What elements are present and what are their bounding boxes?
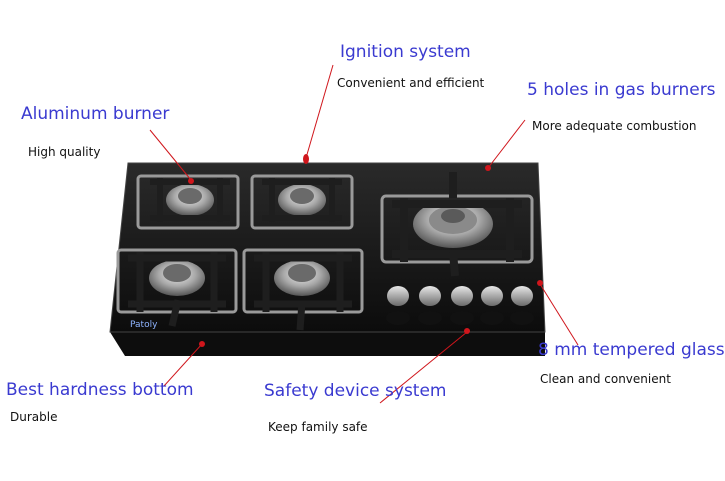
- marker-bottom: [199, 341, 205, 347]
- callout-line-safety: [379, 331, 468, 404]
- cooktop-bottom: [110, 332, 545, 356]
- callout-lines: [149, 64, 579, 404]
- marker-safety: [464, 328, 470, 334]
- knob-1: [386, 286, 410, 325]
- burner-holes-desc: More adequate combustion: [532, 119, 697, 133]
- burner-large-right: [380, 172, 534, 277]
- ignition-title: Ignition system: [340, 42, 471, 62]
- callout-line-ignition: [305, 64, 334, 159]
- ignition-desc: Convenient and efficient: [337, 76, 485, 90]
- safety-desc: Keep family safe: [268, 420, 368, 434]
- aluminum-desc: High quality: [28, 145, 101, 159]
- gas-cooktop-illustration: Patoly: [109, 64, 579, 404]
- callout-line-bottom: [163, 343, 203, 387]
- burner-bottom-middle: [242, 248, 364, 331]
- marker-ignition: [303, 154, 309, 164]
- brand-logo: Patoly: [130, 320, 158, 330]
- callout-markers: [188, 154, 543, 347]
- marker-burner-holes: [485, 165, 491, 171]
- burner-group: [116, 172, 534, 331]
- glass-desc: Clean and convenient: [540, 372, 671, 386]
- knob-4: [480, 286, 504, 325]
- bottom-title: Best hardness bottom: [6, 380, 194, 400]
- knob-2: [418, 286, 442, 325]
- burner-bottom-left: [116, 248, 238, 327]
- product-feature-diagram: Patoly Ignition system Convenient and ef…: [6, 42, 725, 434]
- callout-line-glass: [539, 283, 579, 346]
- burner-top-middle: [250, 174, 354, 230]
- knob-5: [510, 286, 534, 325]
- callout-line-aluminum: [149, 129, 192, 181]
- knob-3: [450, 286, 474, 325]
- control-knobs: [386, 286, 534, 325]
- marker-glass: [537, 280, 543, 286]
- aluminum-title: Aluminum burner: [21, 104, 170, 124]
- burner-holes-title: 5 holes in gas burners: [527, 80, 716, 100]
- glass-title: 8 mm tempered glass: [538, 340, 725, 360]
- safety-title: Safety device system: [264, 381, 447, 401]
- callout-line-burner-holes: [487, 119, 526, 169]
- bottom-desc: Durable: [10, 410, 58, 424]
- marker-aluminum: [188, 178, 194, 184]
